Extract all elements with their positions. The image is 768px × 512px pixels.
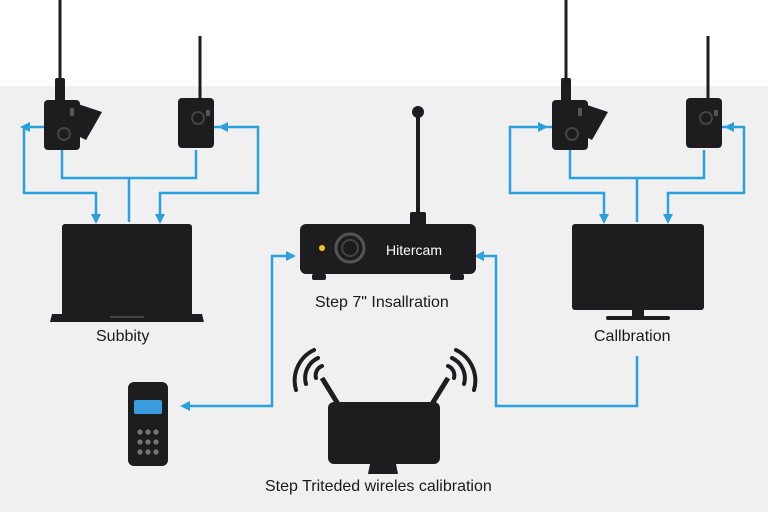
remote-control-icon	[128, 382, 168, 466]
right-arrowheads	[538, 122, 734, 224]
right-device-label: Callbration	[594, 328, 671, 345]
signal-waves-icon	[292, 348, 478, 392]
left-arrowheads	[20, 122, 228, 224]
transmitter-icon	[178, 36, 214, 148]
right-connectors	[508, 125, 746, 222]
wireless-receiver-icon	[319, 376, 451, 474]
center-arrowheads	[180, 251, 484, 411]
transmitter-icon	[44, 0, 102, 150]
monitor-icon	[572, 224, 704, 320]
router-icon	[300, 106, 476, 280]
transmitter-icon	[686, 36, 722, 148]
laptop-icon	[50, 224, 204, 322]
background-top	[0, 0, 768, 86]
hub-caption: Step 7" Insallration	[315, 294, 449, 311]
bottom-caption: Step Triteded wireles calibration	[265, 478, 492, 495]
left-connectors	[22, 125, 260, 222]
transmitter-icon	[552, 0, 608, 150]
center-connectors	[185, 254, 639, 408]
hub-brand-label: Hitercam	[386, 242, 443, 258]
left-device-label: Subbity	[96, 328, 150, 345]
